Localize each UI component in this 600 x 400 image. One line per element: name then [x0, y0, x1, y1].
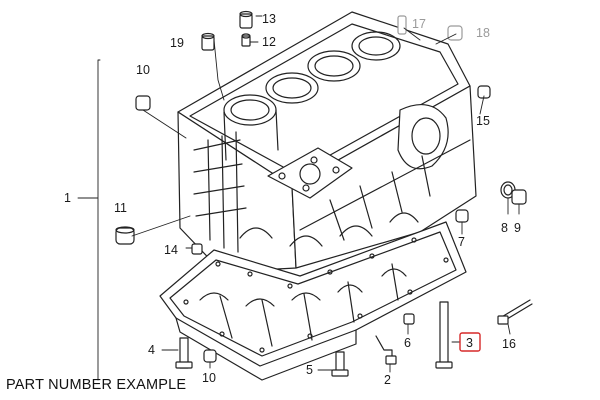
part-5-bolt	[331, 351, 349, 377]
callout-8: 8	[501, 221, 508, 235]
callout-4: 4	[148, 343, 155, 357]
callout-6: 6	[404, 336, 411, 350]
part-17-pin	[397, 15, 407, 35]
callout-7: 7	[458, 235, 465, 249]
part-10-plug-upper	[135, 95, 151, 111]
part-9-screw-plug	[511, 189, 527, 205]
lower-crankcase	[159, 221, 467, 381]
part-13-plug	[239, 10, 253, 29]
part-19-sleeve	[201, 32, 215, 51]
part-7-sleeve	[455, 209, 469, 223]
callout-11: 11	[114, 201, 127, 215]
part-2-oil-nozzle	[375, 335, 397, 365]
part-6-dowel	[403, 313, 415, 325]
callout-13: 13	[262, 12, 276, 26]
callout-5: 5	[306, 363, 313, 377]
callout-labels: 1 2 3 4 5 6 7 8 9 10 10 11 12 13 14 15 1…	[64, 12, 521, 387]
callout-10-upper: 10	[136, 63, 150, 77]
callout-17: 17	[412, 17, 426, 31]
part-14-dowel	[191, 243, 203, 255]
callout-16: 16	[502, 337, 516, 351]
part-16-stud	[497, 299, 533, 325]
part-10-plug-lower	[203, 349, 217, 363]
callout-10-lower: 10	[202, 371, 216, 385]
callout-3: 3	[466, 336, 473, 350]
callout-1: 1	[64, 191, 71, 205]
callout-3-highlight-box	[459, 332, 481, 352]
part-18-cap	[447, 25, 463, 41]
footer-caption: PART NUMBER EXAMPLE	[6, 377, 187, 393]
part-12-dowel	[241, 33, 251, 47]
callout-9: 9	[514, 221, 521, 235]
callout-14: 14	[164, 243, 178, 257]
callout-18: 18	[476, 26, 490, 40]
part-11-plug	[115, 226, 135, 245]
callout-2: 2	[384, 373, 391, 387]
leader-lines	[77, 15, 520, 381]
part-3-long-bolt	[435, 301, 453, 369]
callout-15: 15	[476, 114, 490, 128]
callout-12: 12	[262, 35, 276, 49]
callout-19: 19	[170, 36, 184, 50]
part-4-bolt	[175, 337, 193, 369]
engine-block	[177, 11, 477, 273]
